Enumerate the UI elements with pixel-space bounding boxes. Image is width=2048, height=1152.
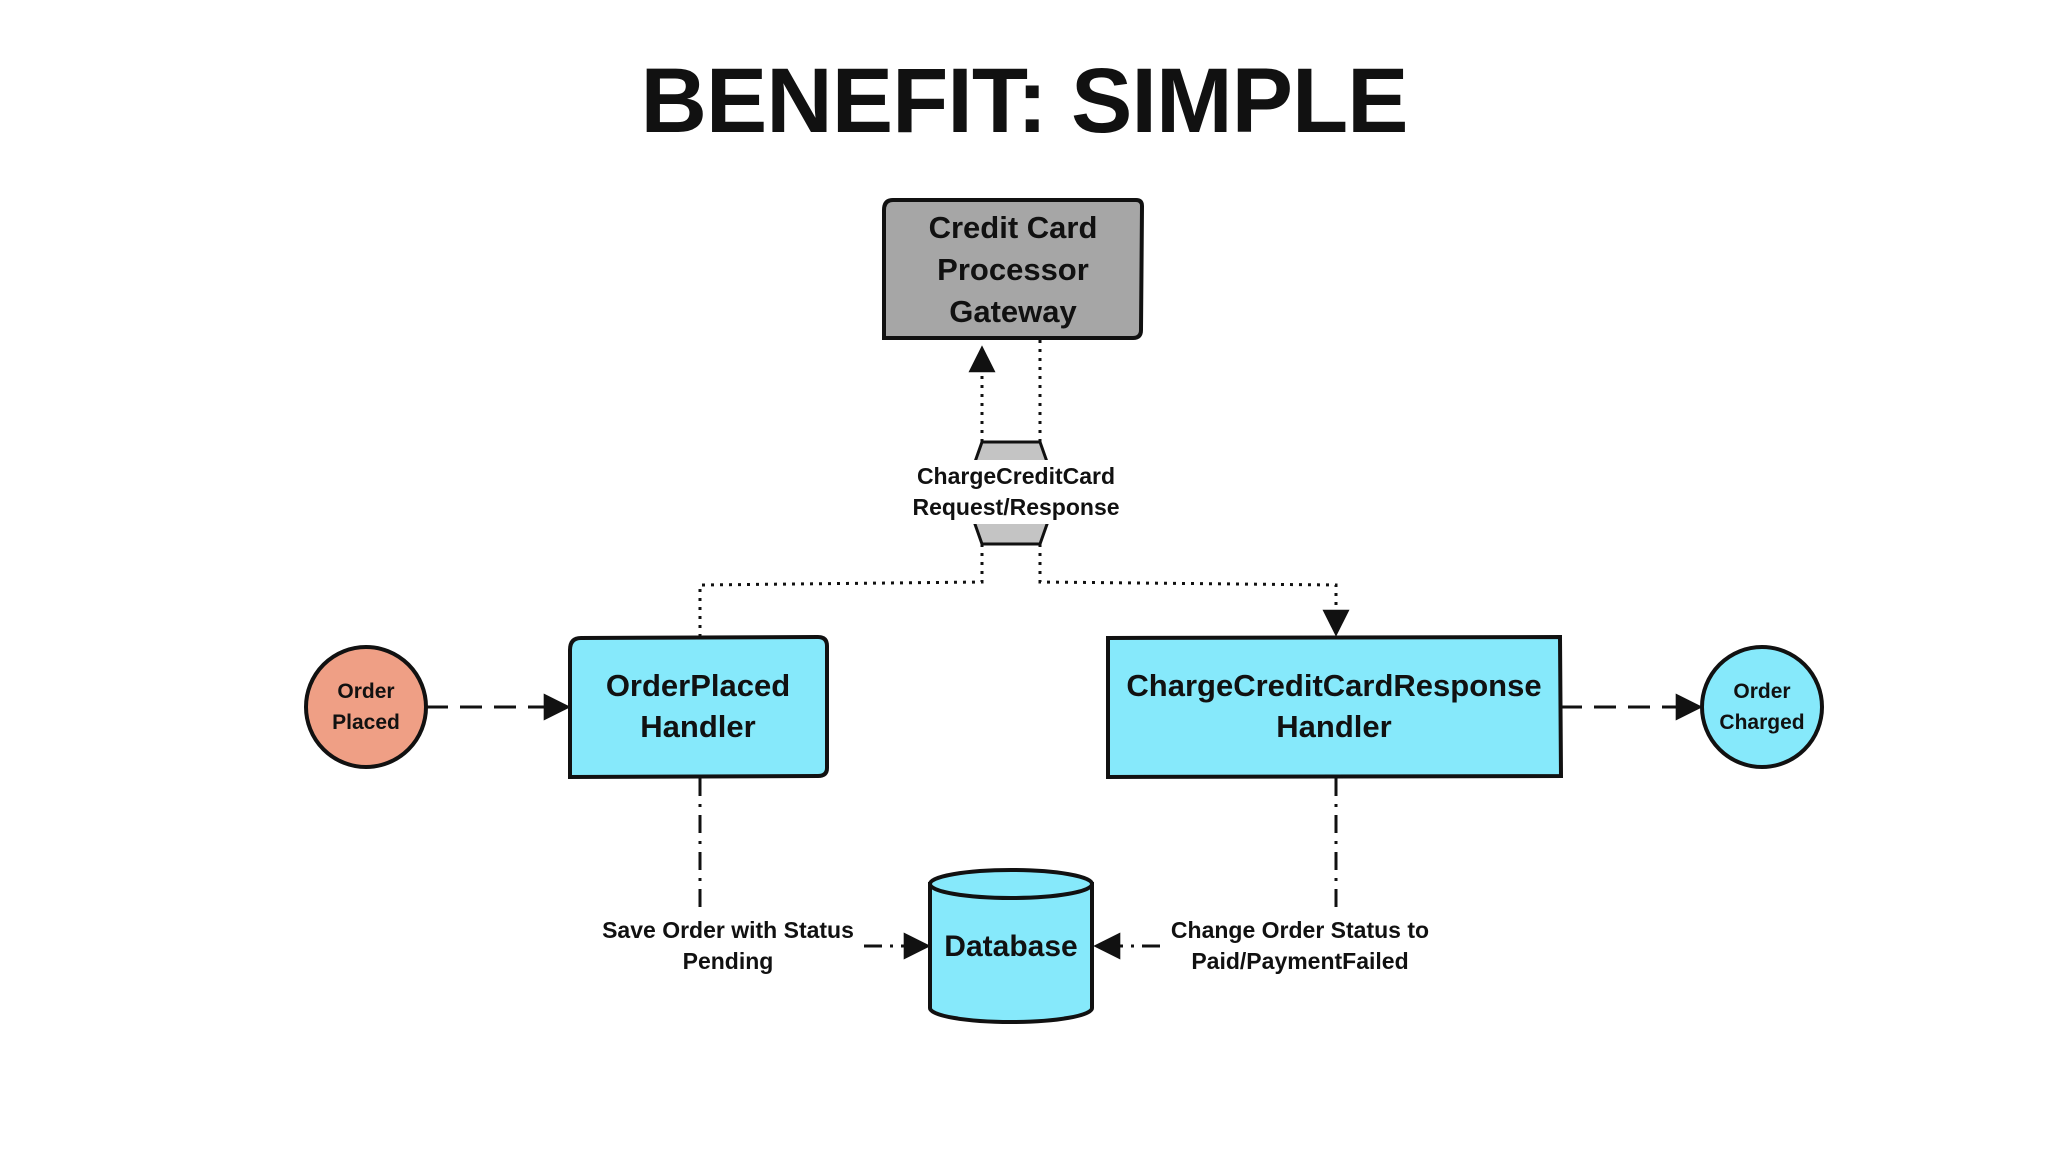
database-cylinder: Database <box>928 868 1094 1024</box>
channel-label-line-1: ChargeCreditCard <box>917 463 1115 489</box>
order-placed-event: Order Placed <box>304 645 428 769</box>
order-charged-event-line-1: Order <box>1733 680 1790 703</box>
channel-label-line-2: Request/Response <box>912 494 1119 520</box>
order-placed-event-line-1: Order <box>337 680 394 703</box>
gateway-label-line-1: Credit Card <box>929 210 1098 245</box>
charge-response-handler-line-1: ChargeCreditCardResponse <box>1126 668 1541 703</box>
order-placed-handler-shape <box>568 634 829 780</box>
channel-hexagon: ChargeCreditCard Request/Response <box>904 440 1128 546</box>
order-placed-event-line-2: Placed <box>332 711 400 734</box>
order-placed-handler-line-1: OrderPlaced <box>606 668 790 703</box>
gateway-label-line-2: Processor <box>937 252 1089 287</box>
channel-label-backdrop <box>904 460 1128 524</box>
order-placed-event-shape <box>304 645 428 769</box>
slide-title: BENEFIT: SIMPLE <box>640 50 1407 152</box>
database-body <box>928 882 1094 1024</box>
order-placed-handler-box: OrderPlaced Handler <box>568 634 829 780</box>
gateway-box: Credit Card Processor Gateway <box>882 198 1145 340</box>
gateway-label-line-3: Gateway <box>949 294 1077 329</box>
connector-response-to-handler <box>1038 544 1350 637</box>
save-order-label-line-2: Pending <box>683 948 774 974</box>
charge-response-handler-box: ChargeCreditCardResponse Handler <box>1106 634 1564 780</box>
order-charged-event-line-2: Charged <box>1719 711 1804 734</box>
database-label: Database <box>944 930 1077 963</box>
gateway-shape <box>882 198 1145 340</box>
change-status-label-line-2: Paid/PaymentFailed <box>1191 948 1408 974</box>
order-charged-event: Order Charged <box>1700 645 1824 769</box>
database-top <box>928 868 1094 900</box>
charge-response-handler-shape <box>1106 634 1564 780</box>
order-placed-handler-line-2: Handler <box>640 709 755 744</box>
charge-response-handler-line-2: Handler <box>1276 709 1391 744</box>
order-charged-event-shape <box>1700 645 1824 769</box>
connector-handler-to-request <box>698 544 984 637</box>
save-order-label-line-1: Save Order with Status <box>602 917 854 943</box>
change-status-label-line-1: Change Order Status to <box>1171 917 1429 943</box>
